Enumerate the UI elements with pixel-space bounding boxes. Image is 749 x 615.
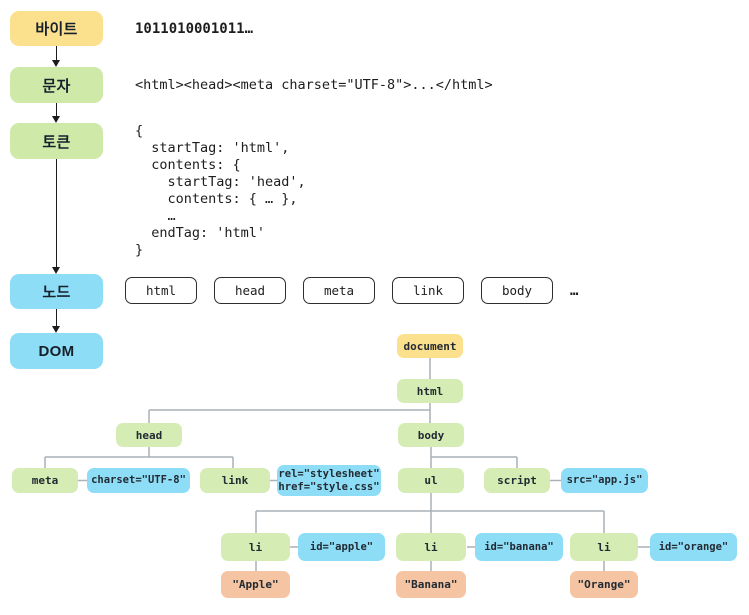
tree-attr-id-apple: id="apple" (298, 533, 385, 561)
tree-node-li-banana: li (396, 533, 466, 561)
arrow-bytes-to-chars-icon (52, 46, 59, 67)
bytes-sample-text: 1011010001011… (135, 21, 254, 37)
node-chip-link: link (392, 277, 464, 304)
tree-node-html: html (397, 379, 463, 403)
tree-attr-src: src="app.js" (561, 468, 648, 493)
tree-attr-charset: charset="UTF-8" (87, 468, 190, 493)
node-chip-meta: meta (303, 277, 375, 304)
arrow-chars-to-tokens-icon (52, 103, 59, 123)
stage-chars-box: 문자 (10, 67, 103, 103)
stage-nodes-box: 노드 (10, 274, 103, 309)
characters-sample-text: <html><head><meta charset="UTF-8">...</h… (135, 77, 493, 93)
tree-text-orange: "Orange" (570, 571, 638, 598)
node-row-ellipsis: … (570, 282, 579, 299)
node-row: html head meta link body … (125, 277, 578, 304)
node-chip-body: body (481, 277, 553, 304)
tree-attr-id-banana: id="banana" (475, 533, 563, 561)
tree-node-script: script (484, 468, 550, 493)
arrow-tokens-to-nodes-icon (52, 159, 59, 274)
tree-text-apple: "Apple" (221, 571, 290, 598)
tree-node-body: body (398, 423, 464, 447)
tree-node-meta: meta (12, 468, 78, 493)
stage-dom-box: DOM (10, 333, 103, 369)
tree-text-banana: "Banana" (396, 571, 466, 598)
stage-bytes-box: 바이트 (10, 11, 103, 46)
tree-attr-id-orange: id="orange" (650, 533, 737, 561)
tree-attr-rel-href: rel="stylesheet" href="style.css" (277, 465, 381, 496)
node-chip-head: head (214, 277, 286, 304)
tree-node-li-orange: li (570, 533, 638, 561)
tree-node-document: document (397, 334, 463, 358)
tree-node-link: link (200, 468, 270, 493)
stage-tokens-box: 토큰 (10, 123, 103, 159)
node-chip-html: html (125, 277, 197, 304)
tree-node-head: head (116, 423, 182, 447)
arrow-nodes-to-dom-icon (52, 309, 59, 333)
tokens-sample-code: { startTag: 'html', contents: { startTag… (135, 123, 306, 258)
tree-node-li-apple: li (221, 533, 290, 561)
tree-node-ul: ul (398, 468, 464, 493)
